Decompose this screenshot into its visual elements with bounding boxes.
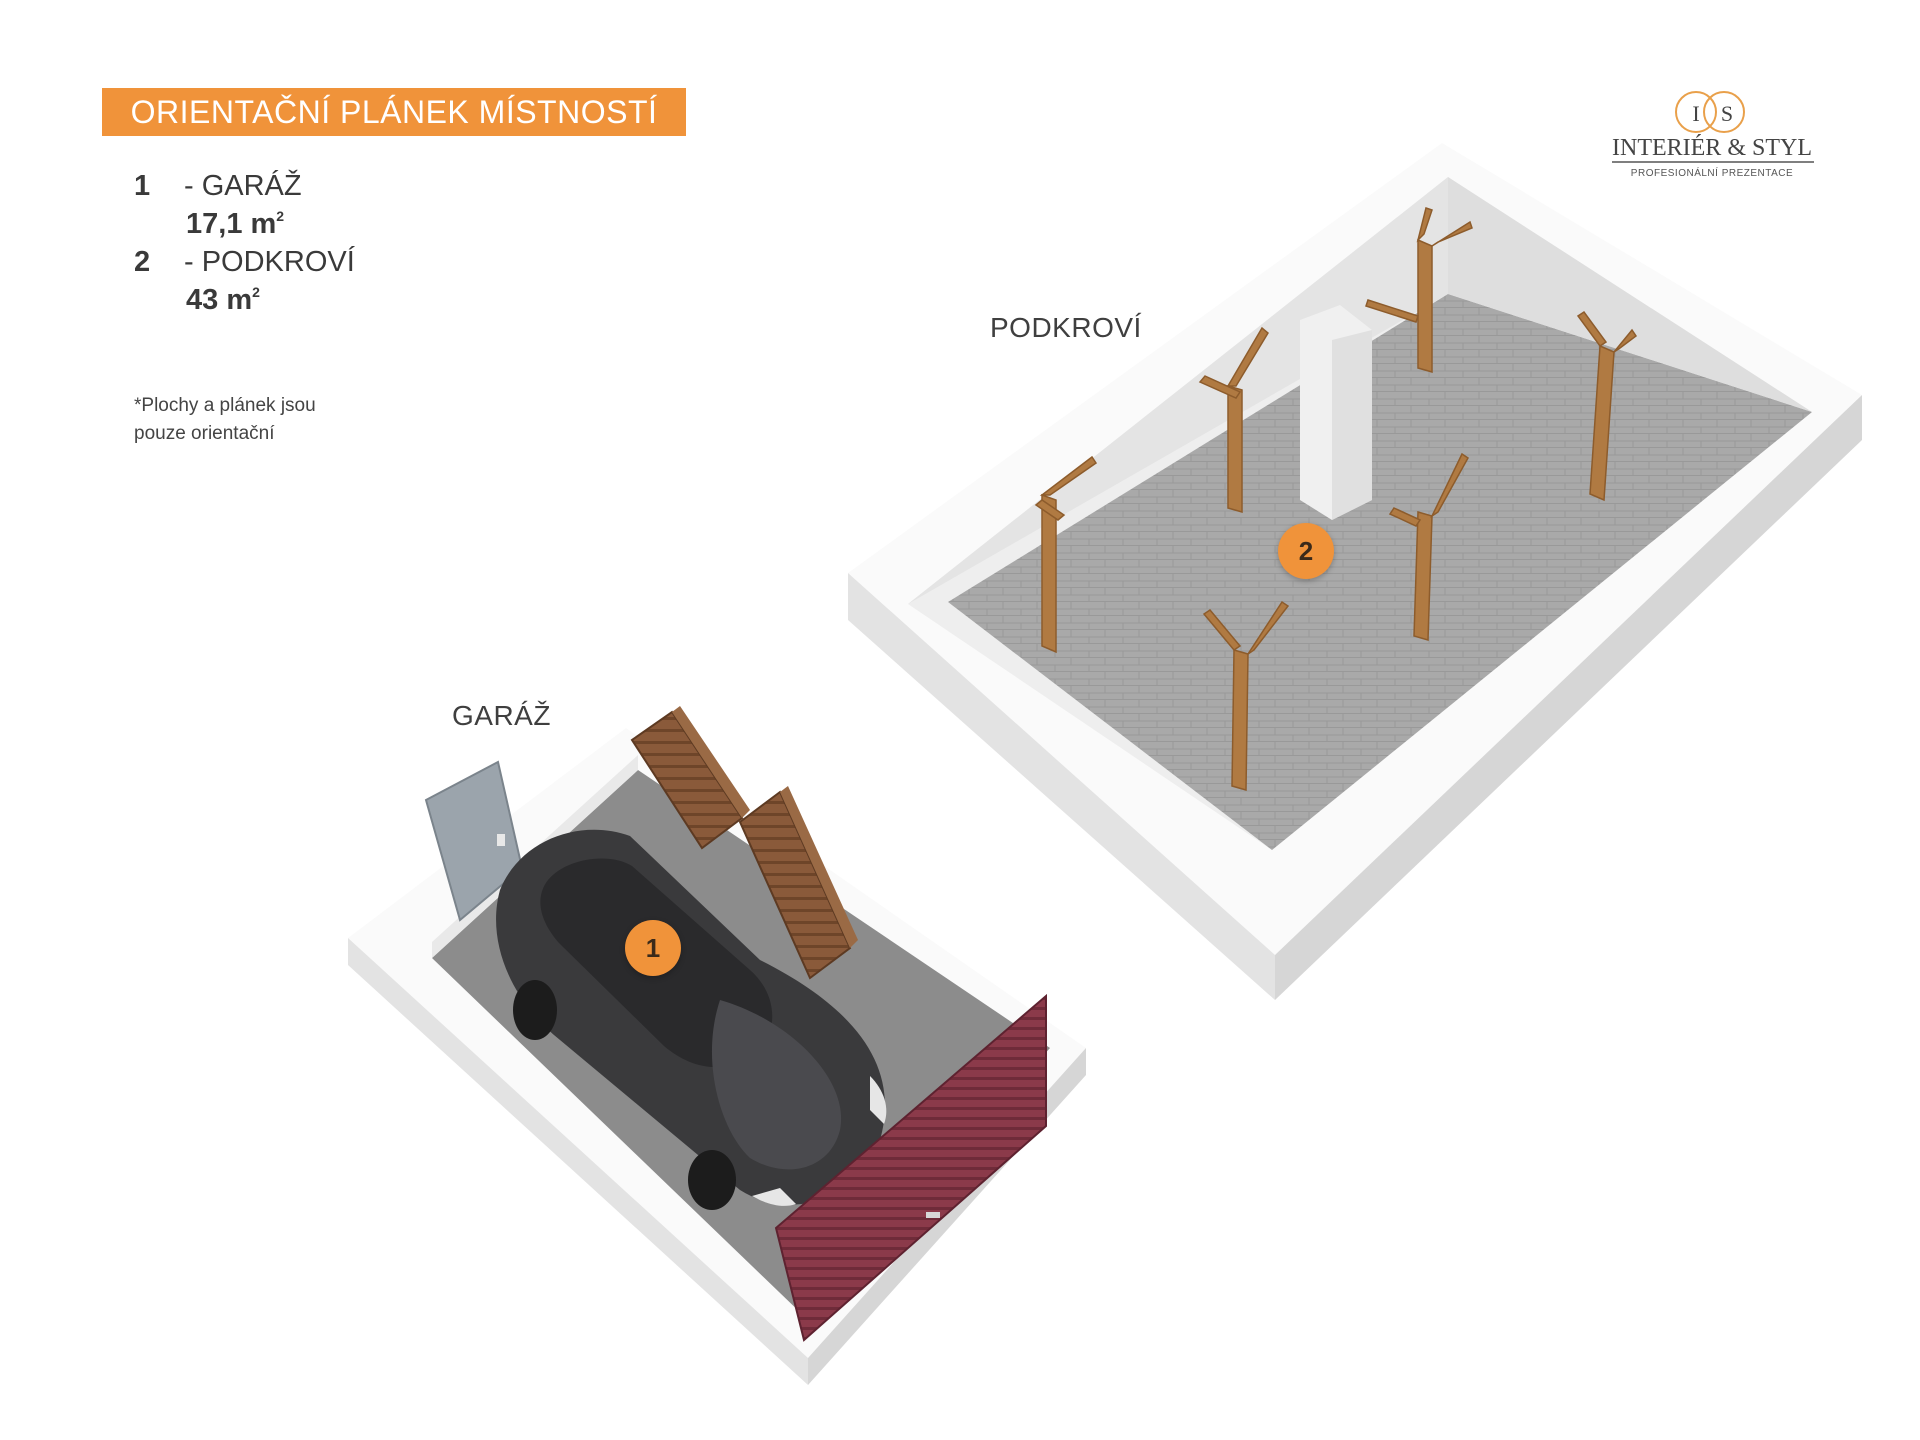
note-line: *Plochy a plánek jsou xyxy=(134,395,316,416)
legend-number: 1 xyxy=(134,170,151,202)
timber-brace xyxy=(1388,507,1422,527)
legend-area-unit-sup: 2 xyxy=(252,284,260,300)
car-wheel xyxy=(513,980,557,1040)
attic-wall-front-left xyxy=(848,573,1275,1000)
logo-letter-right: S xyxy=(1721,101,1733,126)
timber-post xyxy=(1227,385,1243,513)
legend-area: 17,1 m2 xyxy=(186,208,284,241)
timber-brace xyxy=(1034,499,1066,521)
garage-wall-front-left xyxy=(348,938,808,1385)
shelving-unit xyxy=(630,706,858,980)
brand-logo: I S INTERIÉR & STYL PROFESIONÁLNÍ PREZEN… xyxy=(1612,91,1814,179)
logo-tagline: PROFESIONÁLNÍ PREZENTACE xyxy=(1631,166,1793,179)
logo-letter-left: I xyxy=(1692,101,1699,126)
timber-brace xyxy=(1198,375,1242,399)
legend-area-value: 17,1 m xyxy=(186,208,277,240)
logo-brand-name: INTERIÉR & STYL xyxy=(1612,135,1812,161)
timber-post xyxy=(1413,511,1433,641)
legend-area-value: 43 m xyxy=(186,284,253,316)
legend-number: 2 xyxy=(134,246,151,278)
timber-brace xyxy=(1613,328,1638,353)
logo-ring-right xyxy=(1703,91,1745,133)
page-title: ORIENTAČNÍ PLÁNEK MÍSTNOSTÍ xyxy=(130,93,658,130)
timber-brace xyxy=(1226,326,1269,387)
garage-room xyxy=(348,706,1086,1385)
disclaimer-note: *Plochy a plánek jsou pouze orientační xyxy=(134,392,394,448)
car-headlight xyxy=(870,1076,887,1124)
timber-brace xyxy=(1430,452,1469,519)
car-wheel xyxy=(688,1150,736,1210)
timber-brace xyxy=(1431,220,1473,247)
timber-brace xyxy=(1365,299,1419,323)
room-label-garage: GARÁŽ xyxy=(452,700,551,731)
timber-post xyxy=(1417,238,1433,373)
door-handle xyxy=(497,834,505,846)
car-hood xyxy=(711,1000,842,1170)
note-line: pouze orientační xyxy=(134,423,275,444)
timber-post xyxy=(1041,493,1057,654)
room-marker-garage: 1 xyxy=(625,920,681,976)
room-marker-attic: 2 xyxy=(1278,523,1334,579)
garage-door-handle xyxy=(926,1212,940,1218)
timber-brace xyxy=(1416,207,1433,243)
timber-brace xyxy=(1202,609,1242,651)
car-headlight xyxy=(752,1188,796,1206)
timber-brace xyxy=(1247,600,1290,655)
title-banner: ORIENTAČNÍ PLÁNEK MÍSTNOSTÍ xyxy=(102,88,686,136)
timber-brace xyxy=(1576,310,1608,348)
timber-brace xyxy=(1039,455,1098,496)
room-label-attic: PODKROVÍ xyxy=(990,312,1142,343)
logo-ring-left xyxy=(1675,91,1717,133)
timber-post xyxy=(1589,344,1615,502)
timber-post xyxy=(1231,649,1249,791)
legend-area-unit-sup: 2 xyxy=(276,208,285,224)
legend-room-name: - PODKROVÍ xyxy=(184,246,355,278)
legend-area: 43 m2 xyxy=(186,284,260,317)
timber-posts xyxy=(1034,207,1638,791)
attic-room xyxy=(848,143,1862,1000)
attic-wall-front-right xyxy=(1275,395,1862,1000)
legend-room-name: - GARÁŽ xyxy=(184,170,302,202)
garage-door xyxy=(774,993,1047,1342)
